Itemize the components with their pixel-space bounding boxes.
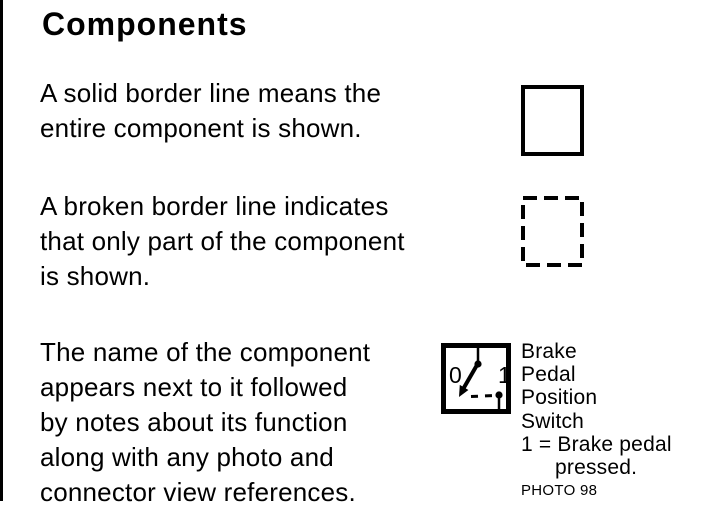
component-label-block: Brake Pedal Position Switch 1 = Brake pe… [521,340,672,501]
broken-border-box-icon [521,196,584,267]
switch-lever-arrowhead [459,384,469,397]
brake-pedal-switch-icon: 0 1 [441,343,511,414]
switch-lever [460,364,479,392]
scan-edge-artifact [0,0,3,501]
switch-position-1-label: 1 [498,362,511,388]
switch-border [441,343,511,414]
component-name: Brake Pedal Position Switch [521,340,598,433]
switch-travel-dashed-line [470,394,495,398]
paragraph-solid-border: A solid border line means the entire com… [40,78,382,143]
switch-position-0-label: 0 [449,362,462,388]
page-title: Components [42,6,248,42]
paragraph-component-name: The name of the component appears next t… [40,337,371,507]
component-note-line2: pressed. [555,456,638,480]
component-note-line1: 1 = Brake pedal [521,432,672,456]
paragraph-broken-border: A broken border line indicates that only… [40,191,405,291]
photo-reference: PHOTO 98 [521,482,598,500]
solid-border-box-icon [521,85,584,156]
